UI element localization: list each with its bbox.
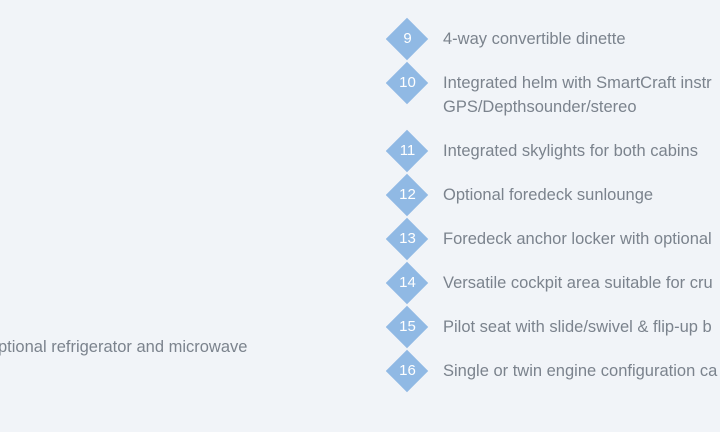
feature-text: Pilot seat with slide/swivel & flip-up b <box>443 318 712 336</box>
feature-text: Versatile cockpit area suitable for cru <box>443 274 713 292</box>
feature-number: 13 <box>399 230 416 247</box>
feature-text: 4-way convertible dinette <box>443 30 626 48</box>
feature-number: 10 <box>399 74 416 91</box>
feature-list: 9 4-way convertible dinette 10 Integrate… <box>386 0 720 432</box>
feature-text: Optional foredeck sunlounge <box>443 186 654 204</box>
feature-text-fragment: ptional refrigerator and microwave <box>0 338 248 356</box>
feature-text: Integrated helm with SmartCraft instr <box>443 74 712 92</box>
feature-text-continued: GPS/Depthsounder/stereo <box>443 98 637 116</box>
feature-text: Integrated skylights for both cabins <box>443 142 698 160</box>
feature-number: 15 <box>399 318 416 335</box>
feature-number: 12 <box>399 186 416 203</box>
feature-number: 14 <box>399 274 416 291</box>
feature-text: Foredeck anchor locker with optional <box>443 230 712 248</box>
feature-number: 9 <box>403 30 412 47</box>
feature-number: 11 <box>399 142 416 159</box>
feature-number: 16 <box>399 362 416 379</box>
feature-text: Single or twin engine configuration ca <box>443 362 718 380</box>
